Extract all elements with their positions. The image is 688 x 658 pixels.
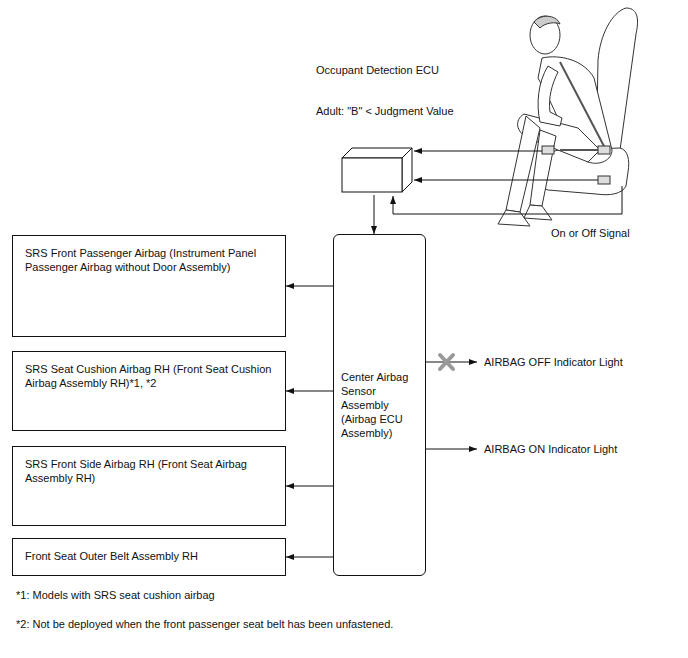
footnote: *1: Models with SRS seat cushion airbag xyxy=(16,588,215,602)
unit-name: Occupant Detection ECU xyxy=(316,63,516,77)
signal-lines xyxy=(393,151,622,449)
box-text: SRS Front Passenger Airbag (Instrument P… xyxy=(25,246,273,274)
signal-arrow xyxy=(286,391,333,392)
airbag-box: SRS Front Side Airbag RH (Front Seat Air… xyxy=(12,446,286,526)
airbag-ecu-box: Center Airbag Sensor Assembly (Airbag EC… xyxy=(333,234,426,576)
indicator-label: AIRBAG ON Indicator Light xyxy=(484,442,617,456)
box-text: Front Seat Outer Belt Assembly RH xyxy=(25,549,273,563)
signal-label: On or Off Signal xyxy=(551,226,630,240)
signal-arrow xyxy=(374,195,375,234)
seat-occupant xyxy=(498,8,638,226)
signal-arrow xyxy=(286,557,333,558)
ecu-unit: Occupant Detection ECU Adult: "B" < Judgm… xyxy=(316,63,516,194)
signal-arrow xyxy=(286,486,333,487)
box-text: SRS Front Side Airbag RH (Front Seat Air… xyxy=(25,457,273,485)
airbag-box: SRS Seat Cushion Airbag RH (Front Seat C… xyxy=(12,351,286,431)
judgment-note: Adult: "B" < Judgment Value xyxy=(316,104,516,118)
cross-mark xyxy=(440,355,453,369)
signal-arrow xyxy=(286,286,333,287)
indicator-label: AIRBAG OFF Indicator Light xyxy=(484,355,623,369)
airbag-box: SRS Front Passenger Airbag (Instrument P… xyxy=(12,235,286,337)
footnote: *2: Not be deployed when the front passe… xyxy=(16,617,393,631)
seatbelt-box: Front Seat Outer Belt Assembly RH xyxy=(12,538,286,576)
box-text: Center Airbag Sensor Assembly (Airbag EC… xyxy=(341,370,418,440)
box-text: SRS Seat Cushion Airbag RH (Front Seat C… xyxy=(25,362,273,390)
ecu-box-shape xyxy=(341,147,413,195)
